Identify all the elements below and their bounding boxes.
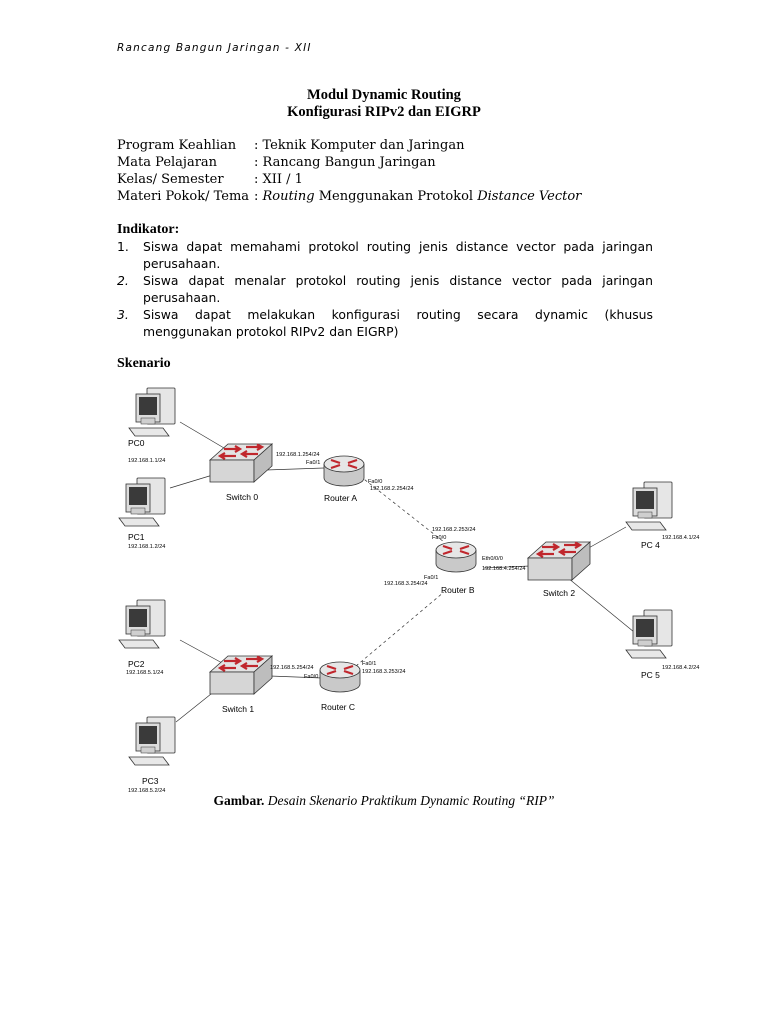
routerC-name: Router C bbox=[321, 702, 355, 712]
rb-lan-ip: 192.168.4.254/24 bbox=[482, 566, 526, 572]
item-line-2: menggunakan protokol RIPv2 dan EIGRP) bbox=[143, 323, 398, 340]
info-label: Materi Pokok/ Tema bbox=[117, 189, 249, 204]
pc1-ip: 192.168.1.2/24 bbox=[128, 544, 165, 550]
switch0-name: Switch 0 bbox=[226, 492, 258, 502]
title-line-1: Modul Dynamic Routing bbox=[0, 87, 768, 104]
routerB-name: Router B bbox=[441, 585, 475, 595]
pc3-icon bbox=[129, 717, 175, 765]
pc0-icon bbox=[129, 388, 175, 436]
rc-wan-ip: 192.168.3.253/24 bbox=[362, 669, 406, 675]
info-value: : Routing Menggunakan Protokol Distance … bbox=[254, 189, 581, 204]
item-line-2: perusahaan. bbox=[143, 255, 220, 272]
pc5-name: PC 5 bbox=[641, 670, 660, 680]
item-line-1: Siswa dapat melakukan konfigurasi routin… bbox=[143, 306, 653, 323]
pc5-icon bbox=[626, 610, 672, 658]
item-number: 3. bbox=[117, 306, 129, 323]
item-line-1: Siswa dapat menalar protokol routing jen… bbox=[143, 272, 653, 289]
ra-lan-ip: 192.168.1.254/24 bbox=[276, 452, 320, 458]
info-value: : XII / 1 bbox=[254, 172, 303, 187]
pc2-icon bbox=[119, 600, 165, 648]
info-value-mid: Menggunakan Protokol bbox=[315, 189, 478, 204]
info-value: : Rancang Bangun Jaringan bbox=[254, 155, 436, 170]
figure-caption: Gambar. Desain Skenario Praktikum Dynami… bbox=[0, 793, 768, 809]
info-label: Kelas/ Semester bbox=[117, 172, 224, 187]
ra-wan-ip: 192.168.2.254/24 bbox=[370, 486, 414, 492]
router-icon bbox=[436, 542, 476, 572]
pc0-name: PC0 bbox=[128, 438, 145, 448]
network-diagram: PC0 PC1 PC2 PC3 PC 4 PC 5 Switch 0 Switc… bbox=[0, 382, 768, 802]
rc-fa00: Fa0/0 bbox=[304, 674, 318, 680]
pc1-name: PC1 bbox=[128, 532, 145, 542]
pc4-ip: 192.168.4.1/24 bbox=[662, 535, 699, 541]
pc3-name: PC3 bbox=[142, 776, 159, 786]
rb-top-ip: 192.168.2.253/24 bbox=[432, 527, 476, 533]
pc2-name: PC2 bbox=[128, 659, 145, 669]
switch1-name: Switch 1 bbox=[222, 704, 254, 714]
router-icon bbox=[324, 456, 364, 486]
item-line-2: perusahaan. bbox=[143, 289, 220, 306]
running-header: Rancang Bangun Jaringan - XII bbox=[117, 42, 312, 54]
pc4-icon bbox=[626, 482, 672, 530]
caption-prefix: Gambar. bbox=[213, 793, 267, 808]
switch2-name: Switch 2 bbox=[543, 588, 575, 598]
item-number: 1. bbox=[117, 238, 129, 255]
indikator-heading: Indikator: bbox=[117, 222, 179, 238]
info-value-italic: Distance Vector bbox=[477, 189, 581, 204]
router-icon bbox=[320, 662, 360, 692]
pc0-ip: 192.168.1.1/24 bbox=[128, 458, 165, 464]
ra-fa01: Fa0/1 bbox=[306, 460, 320, 466]
rc-fa01: Fa0/1 bbox=[362, 661, 376, 667]
rb-fa00: Fa0/0 bbox=[432, 535, 446, 541]
rb-bottom-ip: 192.168.3.254/24 bbox=[384, 581, 428, 587]
caption-italic: Desain Skenario Praktikum Dynamic Routin… bbox=[268, 793, 555, 808]
skenario-heading: Skenario bbox=[117, 356, 171, 372]
rc-lan-ip: 192.168.5.254/24 bbox=[270, 665, 314, 671]
info-label: Program Keahlian bbox=[117, 138, 236, 153]
pc2-ip: 192.168.5.1/24 bbox=[126, 670, 163, 676]
pc4-name: PC 4 bbox=[641, 540, 660, 550]
switch-icon bbox=[528, 542, 590, 580]
info-value-prefix: : bbox=[254, 189, 263, 204]
rb-eth: Eth0/0/0 bbox=[482, 556, 503, 562]
pc1-icon bbox=[119, 478, 165, 526]
title-line-2: Konfigurasi RIPv2 dan EIGRP bbox=[0, 104, 768, 121]
ra-fa00: Fa0/0 bbox=[368, 479, 382, 485]
info-value-italic: Routing bbox=[263, 189, 315, 204]
pc5-ip: 192.168.4.2/24 bbox=[662, 665, 699, 671]
info-label: Mata Pelajaran bbox=[117, 155, 217, 170]
item-line-1: Siswa dapat memahami protokol routing je… bbox=[143, 238, 653, 255]
item-number: 2. bbox=[117, 272, 129, 289]
routerA-name: Router A bbox=[324, 493, 357, 503]
info-value: : Teknik Komputer dan Jaringan bbox=[254, 138, 465, 153]
switch-icon bbox=[210, 444, 272, 482]
